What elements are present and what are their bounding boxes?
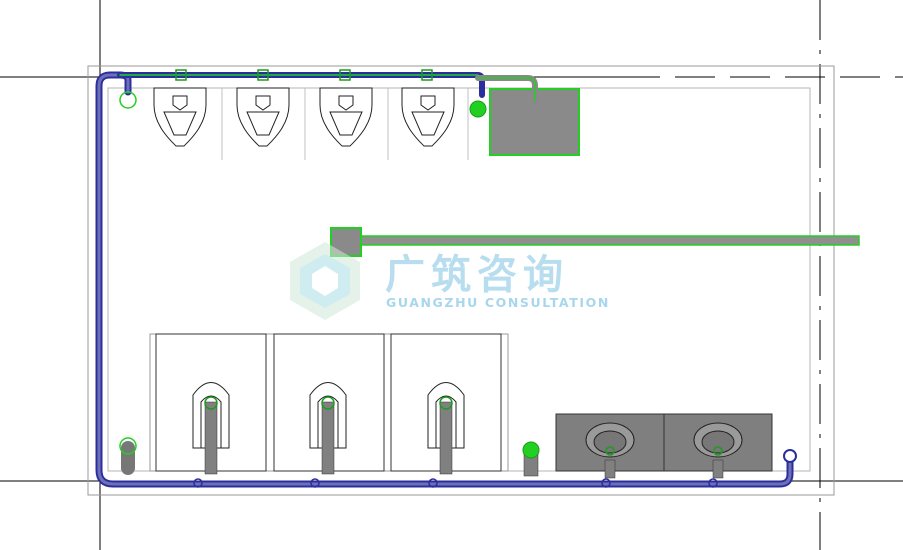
pipe-fittings: [119, 69, 797, 488]
washbasin-1: [585, 422, 635, 458]
urinal-3: [319, 87, 373, 147]
watermark-subtitle: GUANGZHU CONSULTATION: [386, 295, 610, 310]
watermark-logo: [290, 242, 360, 320]
drain-pipes: [95, 71, 794, 488]
washbasin-2: [693, 422, 743, 458]
urinal-4: [401, 87, 455, 147]
urinal-1: [153, 87, 207, 147]
washbasin-counter: [555, 413, 773, 472]
toilet-risers: [204, 401, 724, 479]
urinal-2: [236, 87, 290, 147]
watermark-title: 广筑咨询: [385, 252, 569, 298]
room-walls: [87, 65, 835, 496]
